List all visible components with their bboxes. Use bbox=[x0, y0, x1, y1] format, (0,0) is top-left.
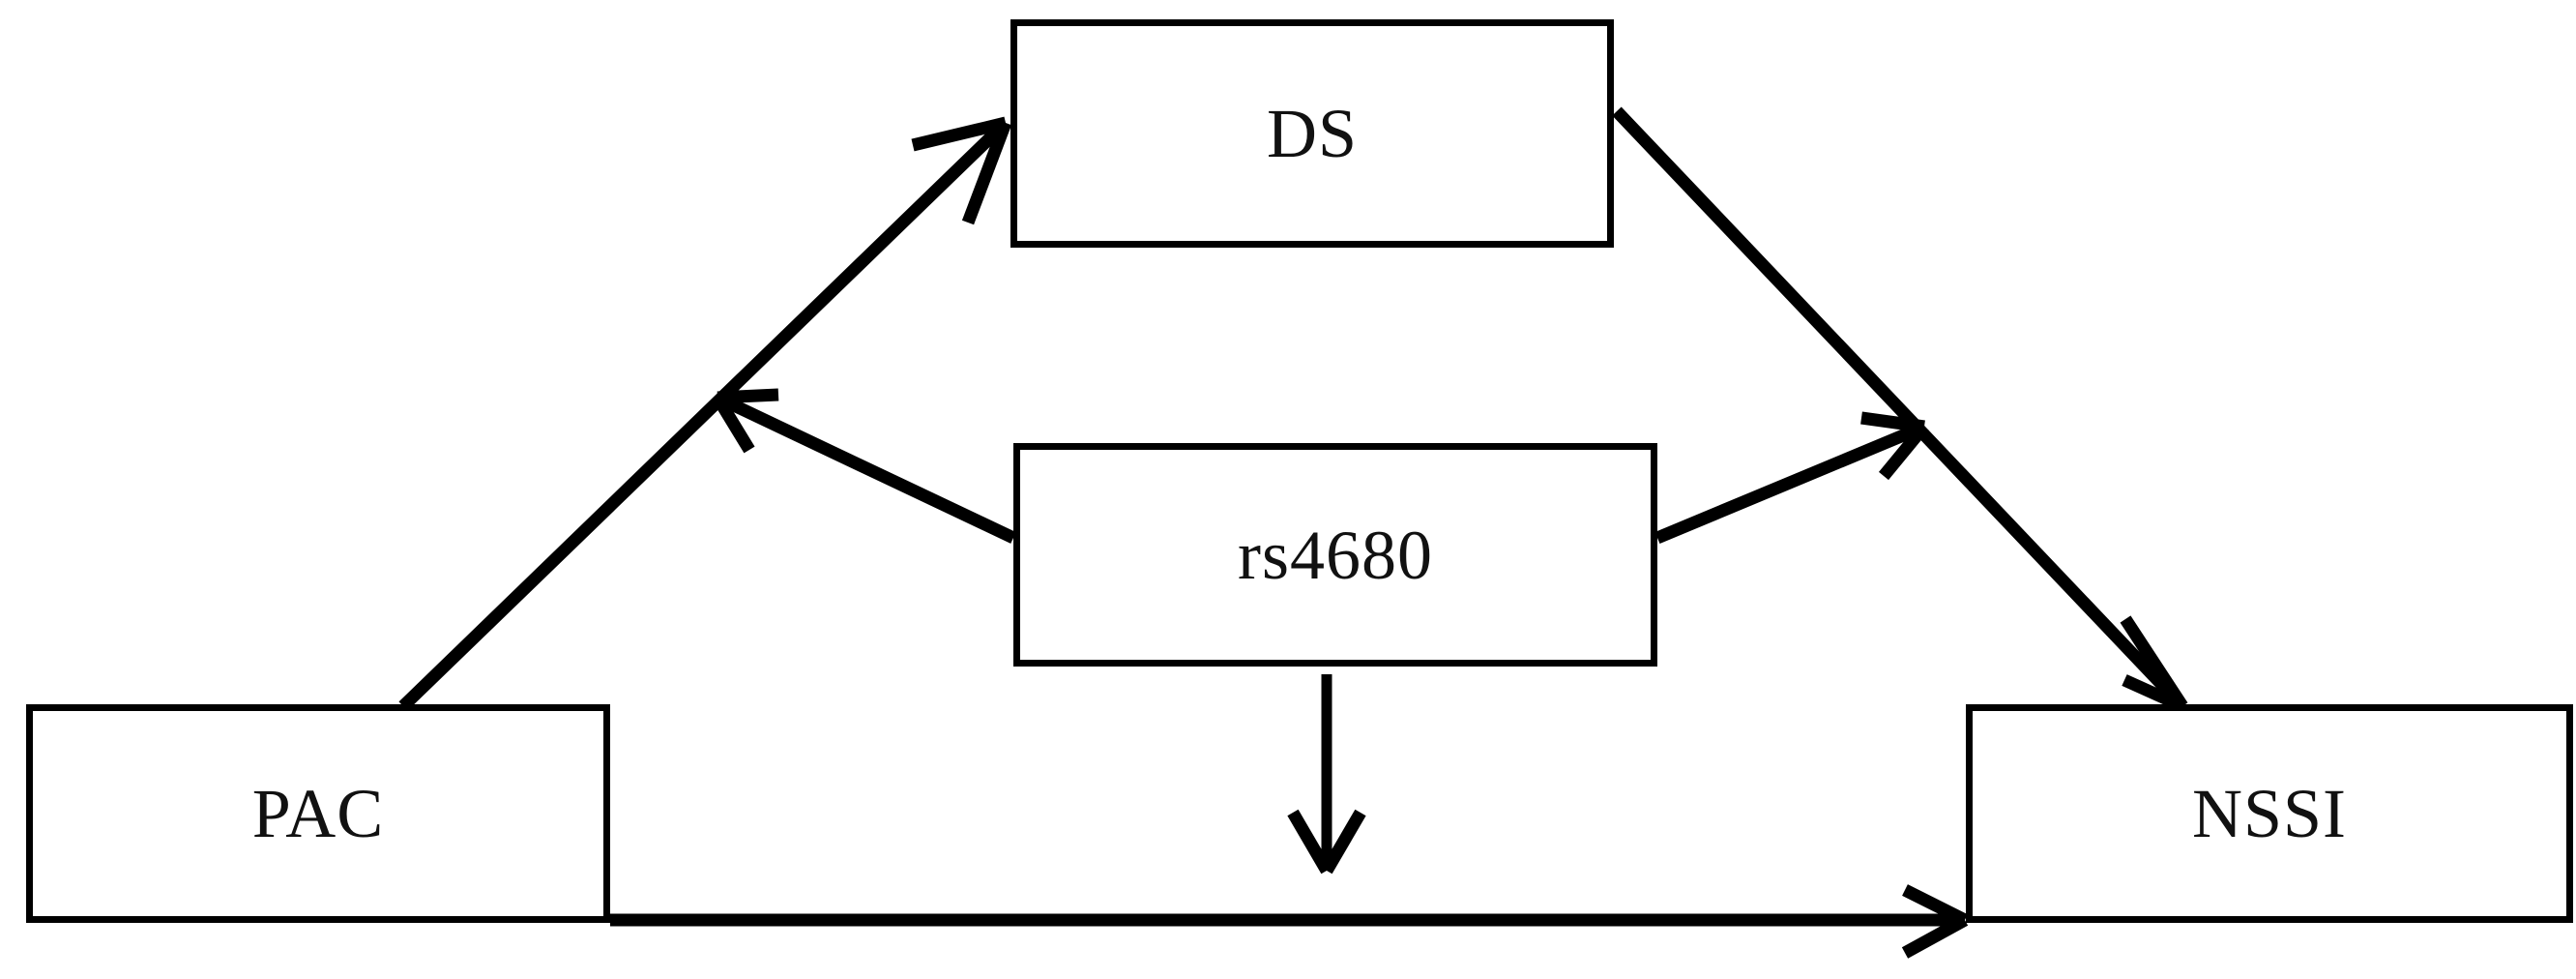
node-box-ds[interactable]: DS bbox=[1010, 19, 1614, 248]
node-label-nssi: NSSI bbox=[2191, 775, 2348, 852]
node-label-pac: PAC bbox=[251, 775, 385, 852]
edge-pac-to-ds bbox=[398, 116, 1012, 711]
edge-rs4680-to-pac-nssi bbox=[1287, 674, 1366, 875]
edge-rs4680-to-pac-ds bbox=[712, 388, 1016, 544]
node-label-ds: DS bbox=[1266, 95, 1359, 172]
node-label-rs4680: rs4680 bbox=[1238, 516, 1433, 594]
edge-ds-to-nssi bbox=[1612, 106, 2188, 712]
edge-pac-to-nssi bbox=[610, 884, 1969, 959]
node-box-pac[interactable]: PAC bbox=[26, 704, 610, 923]
edge-rs4680-to-ds-nssi bbox=[1654, 411, 1930, 544]
node-box-rs4680[interactable]: rs4680 bbox=[1013, 443, 1657, 667]
node-box-nssi[interactable]: NSSI bbox=[1966, 704, 2573, 923]
